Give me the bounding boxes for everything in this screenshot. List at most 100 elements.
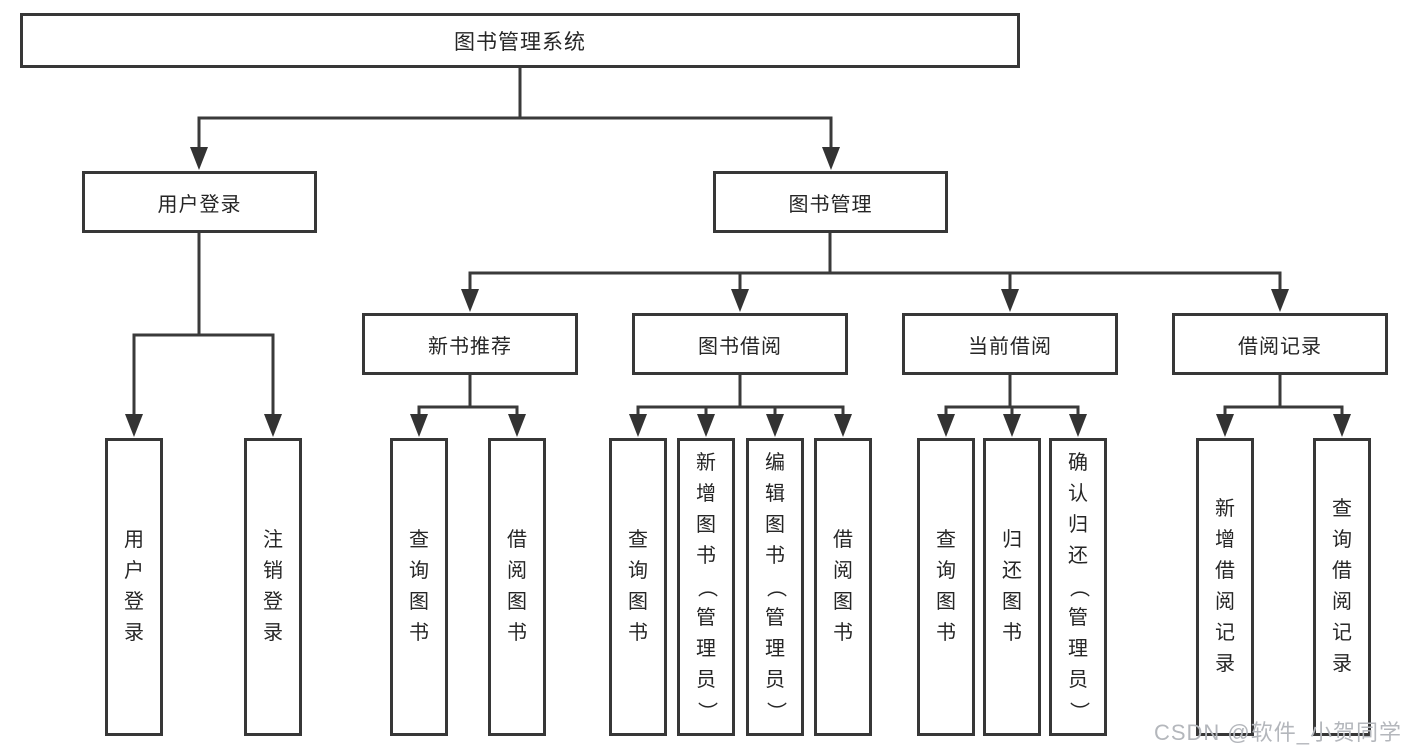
arrowhead-icon (1001, 289, 1019, 312)
vertical-char: 登 (263, 591, 283, 613)
vertical-char: 户 (124, 560, 144, 582)
arrowhead-icon (1333, 414, 1351, 437)
vertical-char: 书 (765, 544, 785, 567)
node-book-borrow: 图书借阅 (632, 313, 848, 375)
arrowhead-icon (766, 414, 784, 437)
vertical-char: ） (1067, 701, 1090, 721)
node-user-login: 用户登录 (82, 171, 317, 233)
vertical-char: 还 (1068, 544, 1088, 567)
leaf-add-borrow-record: 新增借阅记录 (1196, 438, 1254, 736)
vertical-char: （ (1067, 577, 1090, 597)
arrowhead-icon (125, 414, 143, 437)
vertical-char: 阅 (507, 560, 527, 582)
arrowhead-icon (190, 147, 208, 170)
vertical-char: 借 (1215, 560, 1235, 582)
vertical-char: 阅 (833, 560, 853, 582)
vertical-char: 询 (409, 560, 429, 582)
vertical-char: 确 (1068, 451, 1088, 474)
arrowhead-icon (1271, 289, 1289, 312)
vertical-char: 图 (833, 591, 853, 613)
vertical-char: 书 (1002, 622, 1022, 644)
vertical-char: 理 (1068, 637, 1088, 660)
node-current-borrow-label: 当前借阅 (968, 335, 1052, 358)
leaf-logout: 注销登录 (244, 438, 302, 736)
vertical-char: 查 (409, 529, 429, 551)
vertical-char: 新 (1215, 498, 1235, 520)
vertical-char: 管 (765, 606, 785, 629)
arrowhead-icon (629, 414, 647, 437)
leaf-query-borrow-record: 查询借阅记录 (1313, 438, 1371, 736)
node-book-management-label: 图书管理 (788, 193, 873, 216)
vertical-char: 注 (263, 529, 283, 551)
node-book-management: 图书管理 (713, 171, 948, 233)
vertical-char: ） (695, 701, 718, 721)
vertical-char: 图 (696, 513, 716, 536)
vertical-char: 书 (409, 622, 429, 644)
vertical-char: 增 (696, 482, 716, 505)
vertical-char: （ (764, 577, 787, 597)
leaf-borrow-books-recommend: 借阅图书 (488, 438, 546, 736)
node-borrow-records-label: 借阅记录 (1238, 335, 1322, 358)
arrowhead-icon (1003, 414, 1021, 437)
arrowhead-icon (697, 414, 715, 437)
node-new-book-recommend: 新书推荐 (362, 313, 578, 375)
vertical-char: 询 (1332, 529, 1352, 551)
vertical-char: 图 (507, 591, 527, 613)
vertical-char: 新 (696, 451, 716, 474)
vertical-char: 记 (1332, 622, 1352, 644)
vertical-char: 借 (507, 529, 527, 551)
vertical-char: 图 (936, 591, 956, 613)
leaf-add-book-admin: 新增图书 （ 管理员 ） (677, 438, 735, 736)
vertical-char: 用 (124, 529, 144, 551)
node-user-login-label: 用户登录 (157, 193, 242, 216)
leaf-query-books-borrow: 查询图书 (609, 438, 667, 736)
arrowhead-icon (410, 414, 428, 437)
vertical-char: 书 (507, 622, 527, 644)
vertical-char: 录 (1215, 653, 1235, 675)
vertical-char: 借 (833, 529, 853, 551)
vertical-char: 图 (765, 513, 785, 536)
vertical-char: 录 (263, 622, 283, 644)
vertical-char: 管 (696, 606, 716, 629)
vertical-char: 图 (1002, 591, 1022, 613)
vertical-char: 借 (1332, 560, 1352, 582)
node-borrow-records: 借阅记录 (1172, 313, 1388, 375)
arrowhead-icon (1216, 414, 1234, 437)
arrowhead-icon (461, 289, 479, 312)
arrowhead-icon (508, 414, 526, 437)
vertical-char: 录 (124, 622, 144, 644)
vertical-char: 员 (1068, 668, 1088, 691)
vertical-char: 归 (1002, 529, 1022, 551)
node-current-borrow: 当前借阅 (902, 313, 1118, 375)
vertical-char: 理 (765, 637, 785, 660)
vertical-char: 销 (263, 560, 283, 582)
leaf-edit-book-admin: 编辑图书（管理员） (746, 438, 804, 736)
leaf-query-books-current: 查询图书 (917, 438, 975, 736)
vertical-char: 书 (936, 622, 956, 644)
leaf-confirm-return-admin: 确认归还（管理员） (1049, 438, 1107, 736)
vertical-char: 员 (765, 668, 785, 691)
arrowhead-icon (264, 414, 282, 437)
vertical-char: 询 (936, 560, 956, 582)
vertical-char: ） (764, 701, 787, 721)
leaf-return-book: 归还图书 (983, 438, 1041, 736)
vertical-char: 查 (1332, 498, 1352, 520)
node-root-label: 图书管理系统 (454, 30, 586, 54)
vertical-char: 归 (1068, 513, 1088, 536)
arrowhead-icon (834, 414, 852, 437)
vertical-char: 图 (409, 591, 429, 613)
vertical-char: 认 (1068, 482, 1088, 505)
vertical-char: （ (695, 577, 718, 597)
vertical-char: 书 (696, 544, 716, 567)
vertical-char: 理 (696, 637, 716, 660)
vertical-char: 员 (696, 668, 716, 691)
vertical-char: 图 (628, 591, 648, 613)
node-root: 图书管理系统 (20, 13, 1020, 68)
vertical-char: 编 (765, 451, 785, 474)
vertical-char: 阅 (1332, 591, 1352, 613)
vertical-char: 询 (628, 560, 648, 582)
vertical-char: 记 (1215, 622, 1235, 644)
leaf-query-books-recommend: 查询图书 (390, 438, 448, 736)
